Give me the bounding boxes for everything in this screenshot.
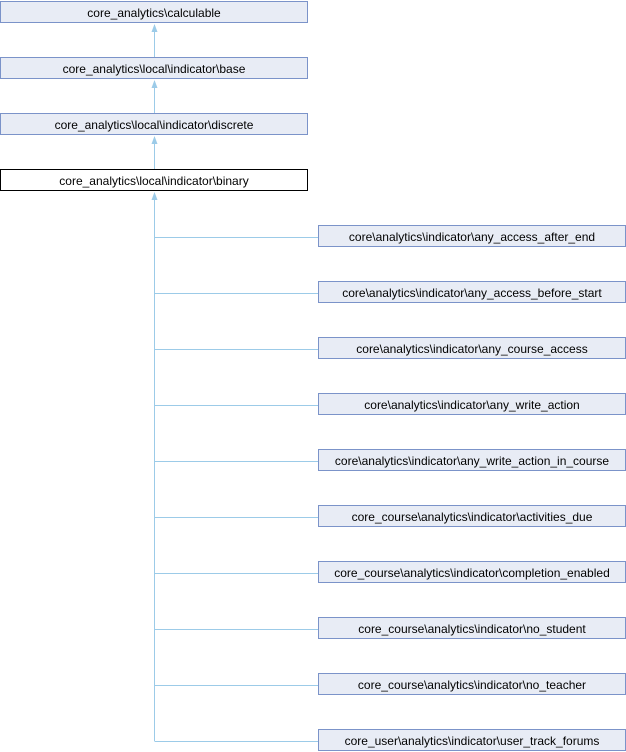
child-node[interactable]: core_course\analytics\indicator\completi… bbox=[318, 561, 626, 583]
child-node[interactable]: core_course\analytics\indicator\no_stude… bbox=[318, 617, 626, 639]
inheritance-arrowhead-icon bbox=[151, 192, 158, 200]
child-node[interactable]: core_course\analytics\indicator\no_teach… bbox=[318, 673, 626, 695]
child-node[interactable]: core\analytics\indicator\any_access_befo… bbox=[318, 281, 626, 303]
inheritance-arrowhead-icon bbox=[151, 24, 158, 32]
inheritance-arrowhead-icon bbox=[151, 136, 158, 144]
child-node[interactable]: core\analytics\indicator\any_access_afte… bbox=[318, 225, 626, 247]
child-node[interactable]: core\analytics\indicator\any_write_actio… bbox=[318, 449, 626, 471]
ancestor-node-base[interactable]: core_analytics\local\indicator\base bbox=[0, 57, 308, 79]
child-node[interactable]: core_course\analytics\indicator\activiti… bbox=[318, 505, 626, 527]
current-class-node: core_analytics\local\indicator\binary bbox=[0, 169, 308, 191]
ancestor-node-discrete[interactable]: core_analytics\local\indicator\discrete bbox=[0, 113, 308, 135]
child-node[interactable]: core\analytics\indicator\any_course_acce… bbox=[318, 337, 626, 359]
inheritance-arrowhead-icon bbox=[151, 80, 158, 88]
child-node[interactable]: core\analytics\indicator\any_write_actio… bbox=[318, 393, 626, 415]
ancestor-node-calculable[interactable]: core_analytics\calculable bbox=[0, 1, 308, 23]
child-node[interactable]: core_user\analytics\indicator\user_track… bbox=[318, 729, 626, 751]
